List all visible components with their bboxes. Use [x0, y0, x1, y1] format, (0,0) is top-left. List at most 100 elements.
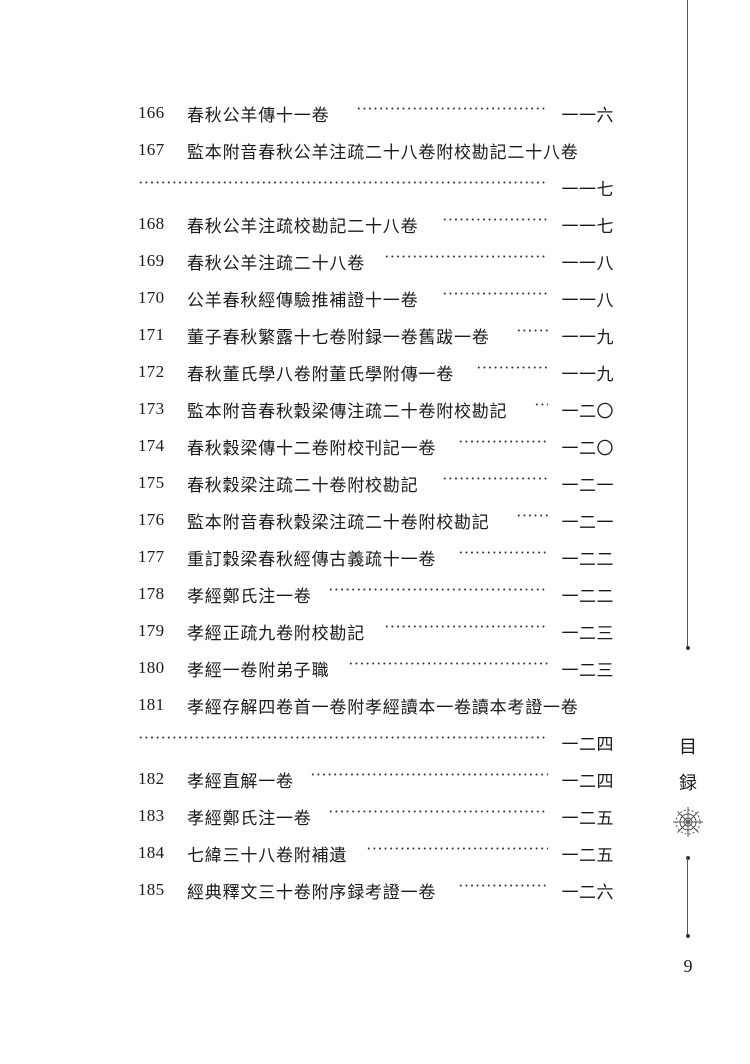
dot-leader	[328, 810, 548, 813]
entry-number: 183	[138, 806, 165, 825]
toc-entry: 167 監本附音春秋公羊注疏二十八卷附校勘記二十八卷	[138, 134, 614, 170]
entry-number: 167	[138, 140, 165, 159]
toc-entry-continuation: 一一七	[138, 171, 614, 207]
entry-page: 一一七	[561, 217, 614, 237]
dot-leader	[458, 884, 548, 887]
entry-page: 一二五	[561, 809, 614, 829]
dot-leader	[310, 773, 548, 776]
dot-leader	[138, 181, 548, 184]
toc-entry: 176 監本附音春秋穀梁注疏二十卷附校勘記 一二一	[138, 504, 614, 540]
toc-entry: 177 重訂穀梁春秋經傳古義疏十一卷 一二二	[138, 541, 614, 577]
entry-title: 監本附音春秋公羊注疏二十八卷附校勘記二十八卷	[187, 143, 579, 163]
toc-entry: 168 春秋公羊注疏校勘記二十八卷 一一七	[138, 208, 614, 244]
toc-entry: 179 孝經正疏九卷附校勘記 一二三	[138, 615, 614, 651]
entry-title: 監本附音春秋穀梁傳注疏二十卷附校勘記	[187, 402, 508, 422]
entry-number: 172	[138, 362, 165, 381]
entry-title: 孝經鄭氏注一卷	[187, 587, 312, 607]
entry-page: 一二四	[561, 772, 614, 792]
dot-leader	[516, 514, 548, 517]
entry-number: 169	[138, 251, 165, 270]
dot-leader	[328, 588, 548, 591]
entry-page: 一一八	[561, 291, 614, 311]
dot-leader	[458, 551, 548, 554]
entry-page: 一一八	[561, 254, 614, 274]
entry-page: 一一九	[561, 328, 614, 348]
entry-number: 171	[138, 325, 165, 344]
entry-page: 一二一	[561, 476, 614, 496]
entry-title: 孝經存解四卷首一卷附孝經讀本一卷讀本考證一卷	[187, 698, 579, 718]
margin-rule-dot	[685, 646, 690, 650]
toc-entry: 178 孝經鄭氏注一卷 一二二	[138, 578, 614, 614]
entry-page: 一二六	[561, 883, 614, 903]
entry-title: 監本附音春秋穀梁注疏二十卷附校勘記	[187, 513, 490, 533]
toc-entry: 170 公羊春秋經傳驗推補證十一卷 一一八	[138, 282, 614, 318]
toc-entry: 174 春秋穀梁傳十二卷附校刊記一卷 一二〇	[138, 430, 614, 466]
entry-page: 一二五	[561, 846, 614, 866]
entry-page: 一二三	[561, 661, 614, 681]
entry-title: 董子春秋繁露十七卷附録一卷舊跋一卷	[187, 328, 490, 348]
entry-number: 173	[138, 399, 165, 418]
entry-number: 184	[138, 843, 165, 862]
entry-page: 一二一	[561, 513, 614, 533]
margin-rule-dot	[685, 934, 690, 938]
entry-title: 經典釋文三十卷附序録考證一卷	[187, 883, 437, 903]
toc-entry: 183 孝經鄭氏注一卷 一二五	[138, 800, 614, 836]
entry-number: 180	[138, 658, 165, 677]
entry-number: 175	[138, 473, 165, 492]
page-number: 9	[683, 956, 693, 976]
entry-page: 一一六	[561, 106, 614, 126]
section-label-char: 録	[679, 773, 697, 794]
entry-page: 一二四	[561, 735, 614, 755]
toc-entry: 184 七緯三十八卷附補遺 一二五	[138, 837, 614, 873]
dot-leader	[366, 847, 548, 850]
toc-entry: 181 孝經存解四卷首一卷附孝經讀本一卷讀本考證一卷	[138, 689, 614, 725]
dot-leader	[348, 662, 548, 665]
toc-entry: 180 孝經一卷附弟子職 一二三	[138, 652, 614, 688]
entry-title: 公羊春秋經傳驗推補證十一卷	[187, 291, 419, 311]
margin-rule-bottom	[687, 858, 688, 936]
entry-title: 春秋穀梁傳十二卷附校刊記一卷	[187, 439, 437, 459]
toc-entry: 185 經典釋文三十卷附序録考證一卷 一二六	[138, 874, 614, 910]
toc-entry: 182 孝經直解一卷 一二四	[138, 763, 614, 799]
entry-title: 孝經正疏九卷附校勘記	[187, 624, 365, 644]
entry-number: 179	[138, 621, 165, 640]
dot-leader	[516, 329, 548, 332]
entry-page: 一一九	[561, 365, 614, 385]
dot-leader	[356, 107, 548, 110]
entry-page: 一二〇	[561, 439, 614, 459]
entry-title: 春秋公羊注疏校勘記二十八卷	[187, 217, 419, 237]
entry-title: 七緯三十八卷附補遺	[187, 846, 348, 866]
dot-leader	[384, 255, 548, 258]
entry-title: 春秋公羊傳十一卷	[187, 106, 330, 126]
dot-leader	[442, 218, 548, 221]
toc-entry: 175 春秋穀梁注疏二十卷附校勘記 一二一	[138, 467, 614, 503]
entry-title: 孝經一卷附弟子職	[187, 661, 330, 681]
toc-entry: 172 春秋董氏學八卷附董氏學附傳一卷 一一九	[138, 356, 614, 392]
toc-entry-continuation: 一二四	[138, 726, 614, 762]
entry-number: 181	[138, 695, 165, 714]
entry-title: 春秋董氏學八卷附董氏學附傳一卷	[187, 365, 454, 385]
entry-number: 174	[138, 436, 165, 455]
dot-leader	[442, 292, 548, 295]
dot-leader	[442, 477, 548, 480]
entry-number: 177	[138, 547, 165, 566]
entry-page: 一二三	[561, 624, 614, 644]
entry-title: 孝經鄭氏注一卷	[187, 809, 312, 829]
entry-page: 一二二	[561, 550, 614, 570]
dot-leader	[458, 440, 548, 443]
entry-page: 一二二	[561, 587, 614, 607]
margin-rule-top	[687, 0, 688, 648]
dot-leader	[384, 625, 548, 628]
toc-entry: 171 董子春秋繁露十七卷附録一卷舊跋一卷 一一九	[138, 319, 614, 355]
entry-title: 孝經直解一卷	[187, 772, 294, 792]
entry-title: 春秋穀梁注疏二十卷附校勘記	[187, 476, 419, 496]
entry-title: 春秋公羊注疏二十八卷	[187, 254, 365, 274]
toc-entry: 169 春秋公羊注疏二十八卷 一一八	[138, 245, 614, 281]
toc-entry: 173 監本附音春秋穀梁傳注疏二十卷附校勘記 一二〇	[138, 393, 614, 429]
entry-page: 一一七	[561, 180, 614, 200]
entry-title: 重訂穀梁春秋經傳古義疏十一卷	[187, 550, 437, 570]
entry-number: 166	[138, 103, 165, 122]
entry-number: 182	[138, 769, 165, 788]
dot-leader	[138, 736, 548, 739]
